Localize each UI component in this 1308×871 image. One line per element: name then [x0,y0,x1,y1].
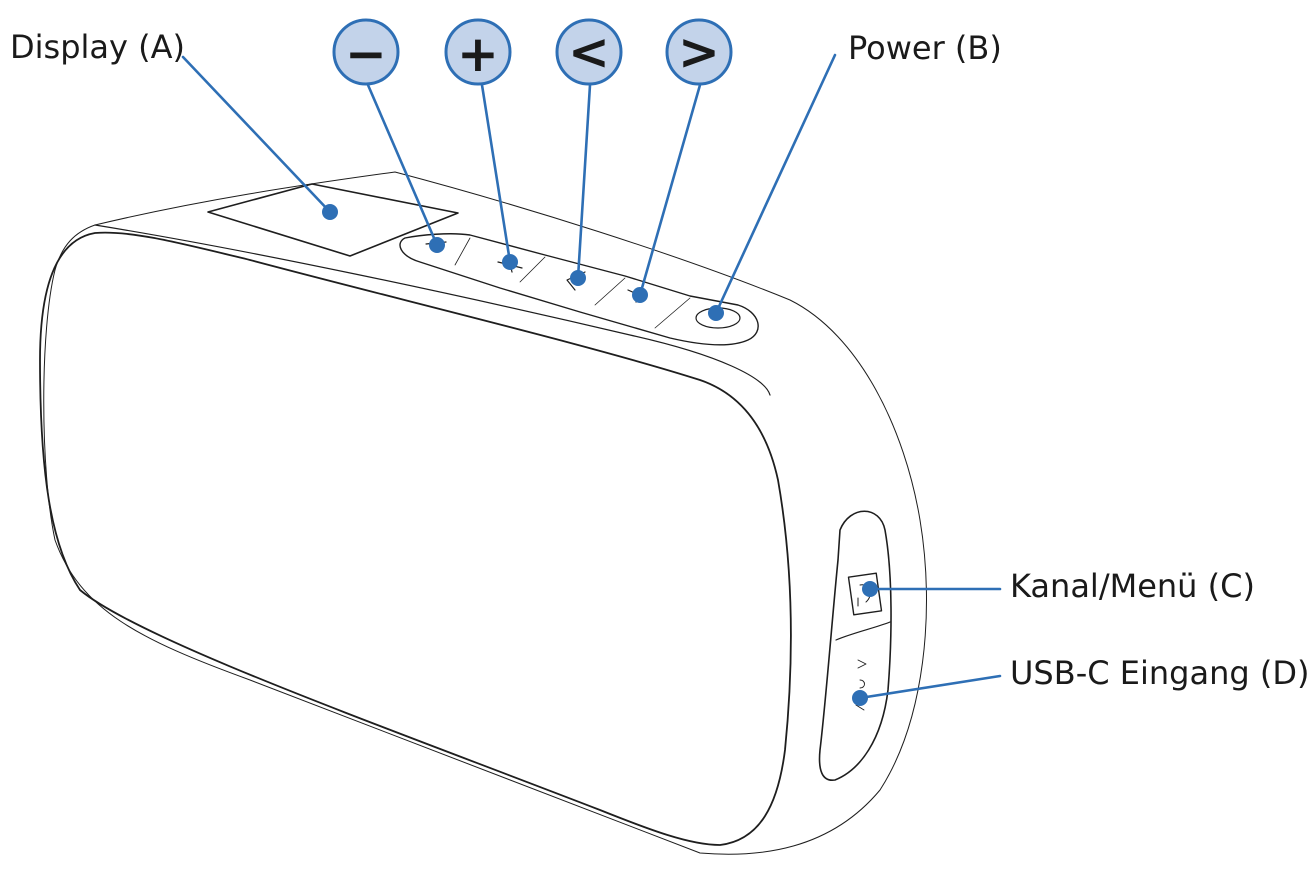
prev-dot [570,270,586,286]
minus-dot [429,237,445,253]
speaker-body [39,171,927,855]
next-callout: > [665,18,733,86]
button-separators [454,237,691,329]
power-dot [708,305,724,321]
channel-menu-button [847,572,883,616]
side-panel [818,510,892,781]
channel-menu-label: Kanal/Menü (C) [1010,567,1255,605]
top-face-front-edge [94,224,771,396]
side-panel-divider [835,621,891,641]
plus-leader [480,83,512,264]
minus-leader [366,83,439,247]
minus-symbol: − [345,25,387,83]
plus-callout: + [444,18,512,86]
display-leader [181,55,332,214]
power-leader [714,53,837,315]
button-strip [399,233,759,346]
next-dot [632,287,648,303]
callout-lines [181,53,1002,700]
next-symbol: > [678,23,720,81]
prev-leader [576,83,592,280]
minus-callout: − [332,18,400,86]
callout-dots [322,204,878,706]
usb-port-marks [855,659,867,711]
usb-dot [852,690,868,706]
usb-leader [858,674,1002,700]
plus-symbol: + [457,25,499,83]
next-leader [638,83,702,297]
usb-input-label: USB-C Eingang (D) [1010,654,1308,692]
channel-menu-dot [862,581,878,597]
power-label: Power (B) [848,29,1002,67]
plus-dot [502,254,518,270]
display-window [207,183,459,257]
display-dot [322,204,338,220]
prev-callout: < [555,18,623,86]
display-label: Display (A) [10,28,185,66]
front-face-outline [39,231,792,846]
button-callouts: − + < > [332,18,733,86]
speaker-outer-outline [43,171,927,855]
prev-symbol: < [568,23,610,81]
